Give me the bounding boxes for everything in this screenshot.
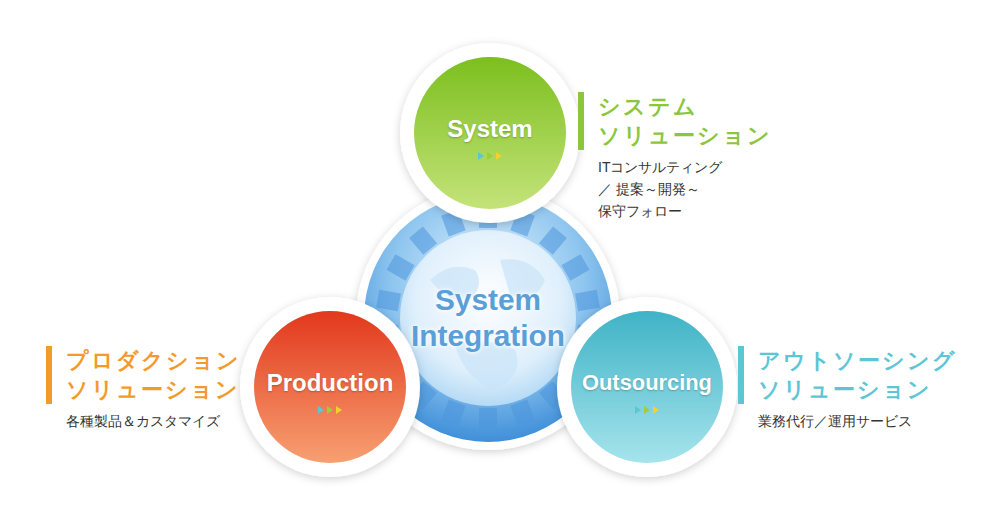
solution-description: 業務代行／運用サービス bbox=[758, 410, 912, 432]
solution-heading: アウトソーシング ソリューション bbox=[738, 346, 957, 404]
solution-heading: システム ソリューション bbox=[578, 92, 772, 150]
circle-label-wrap: System bbox=[414, 57, 566, 209]
solution-circle: Productionプロダクション ソリューション各種製品＆カスタマイズ bbox=[254, 311, 406, 463]
center-circle: System Integration bbox=[400, 230, 576, 406]
gear-tooth bbox=[510, 399, 534, 426]
arrow-marker bbox=[496, 152, 502, 160]
solution-circle: Systemシステム ソリューションITコンサルティング／ 提案～開発～保守フォ… bbox=[414, 57, 566, 209]
arrow-marker bbox=[318, 406, 324, 414]
circle-label-wrap: Outsourcing bbox=[571, 311, 723, 463]
gear-tooth bbox=[479, 408, 497, 430]
circle-label: System Integration bbox=[411, 282, 565, 354]
circle-label: System bbox=[447, 115, 532, 143]
gear-tooth bbox=[376, 290, 401, 312]
circle-label-wrap: System Integration bbox=[400, 230, 576, 406]
arrow-marker bbox=[644, 406, 650, 414]
gear-tooth bbox=[575, 290, 600, 312]
arrow-marker bbox=[635, 406, 641, 414]
arrow-marker bbox=[336, 406, 342, 414]
solution-circle: Outsourcingアウトソーシング ソリューション業務代行／運用サービス bbox=[571, 311, 723, 463]
arrow-marker bbox=[653, 406, 659, 414]
circle-label: Production bbox=[267, 369, 394, 397]
solution-heading: プロダクション ソリューション bbox=[46, 346, 241, 404]
gear-tooth bbox=[441, 399, 465, 426]
solution-description: 各種製品＆カスタマイズ bbox=[66, 410, 220, 432]
arrow-marker bbox=[478, 152, 484, 160]
solution-description: ITコンサルティング／ 提案～開発～保守フォロー bbox=[598, 156, 722, 222]
arrow-marker bbox=[487, 152, 493, 160]
circle-label-wrap: Production bbox=[254, 311, 406, 463]
arrow-marker bbox=[327, 406, 333, 414]
circle-label: Outsourcing bbox=[582, 370, 712, 396]
